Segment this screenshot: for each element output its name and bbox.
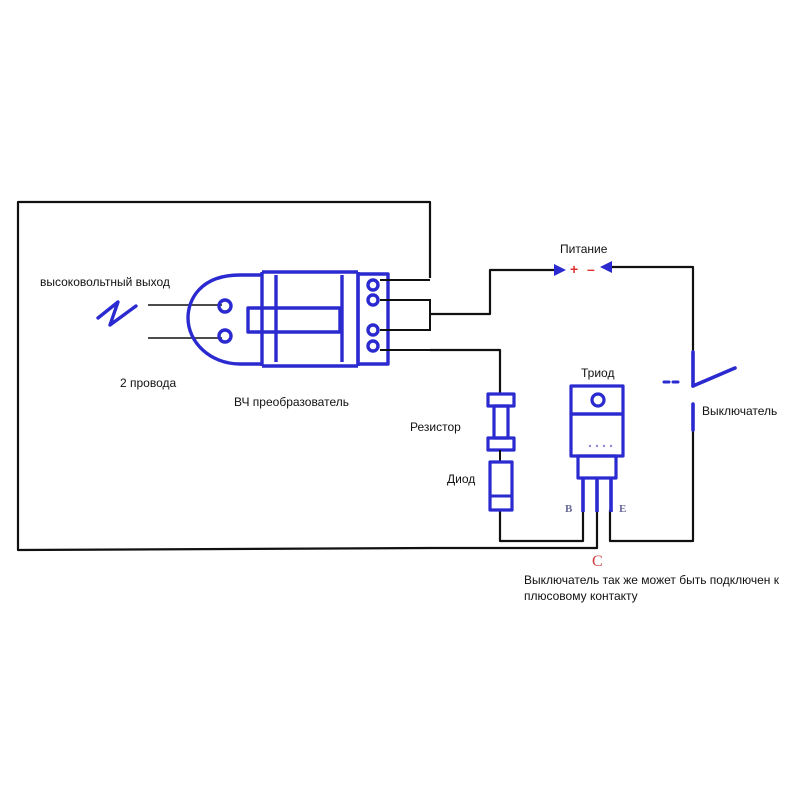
diode-symbol	[488, 460, 514, 512]
two-wires-label: 2 провода	[120, 376, 177, 390]
switch-symbol	[662, 350, 737, 432]
switch-blade	[691, 366, 737, 388]
terminal-3	[366, 323, 380, 337]
resistor-feed-wire	[430, 348, 502, 393]
converter-head	[186, 273, 262, 366]
power-label: Питание	[560, 242, 608, 256]
switch-return-wire	[608, 430, 695, 543]
terminal-leads	[380, 279, 431, 351]
transistor-tab	[569, 384, 625, 416]
converter-core	[246, 306, 342, 334]
power-minus-wire	[606, 265, 695, 355]
terminal-block	[356, 272, 390, 366]
terminal-2	[366, 293, 380, 307]
transistor-body	[569, 412, 625, 458]
hv-output-label: высоковольтный выход	[40, 275, 170, 289]
converter-body-lines	[260, 270, 360, 368]
minus-arrow	[600, 261, 612, 273]
transistor-dots	[588, 444, 613, 448]
wires	[16, 200, 695, 552]
plus-arrow	[554, 264, 566, 276]
resistor-symbol	[486, 392, 516, 452]
emitter-pin-label: E	[619, 503, 627, 515]
transistor-legs	[581, 478, 613, 512]
power-plus-wire	[430, 268, 560, 316]
hf-converter-label: ВЧ преобразователь	[234, 395, 349, 409]
transistor-foot	[576, 454, 618, 480]
transistor-hole	[590, 392, 606, 408]
base-pin-label: B	[565, 503, 573, 515]
transistor-symbol	[569, 384, 625, 512]
hv-output-symbol	[96, 300, 138, 327]
resistor-label: Резистор	[410, 420, 461, 434]
terminal-1	[366, 278, 380, 292]
head-contact-bottom	[217, 328, 233, 344]
hf-converter-module	[186, 270, 390, 368]
main-loop-wire	[16, 200, 433, 552]
triode-label: Триод	[581, 366, 615, 380]
collector-pin-label: C	[592, 553, 603, 570]
diode-label: Диод	[447, 472, 476, 486]
switch-note: Выключатель так же может быть подключен …	[524, 573, 779, 603]
power-minus-sign: –	[587, 261, 595, 277]
terminal-4	[366, 339, 380, 353]
power-arrows	[554, 261, 612, 276]
head-contact-top	[217, 298, 233, 314]
power-plus-sign: +	[570, 261, 579, 277]
hv-leads	[148, 304, 222, 339]
switch-label: Выключатель	[702, 404, 778, 418]
